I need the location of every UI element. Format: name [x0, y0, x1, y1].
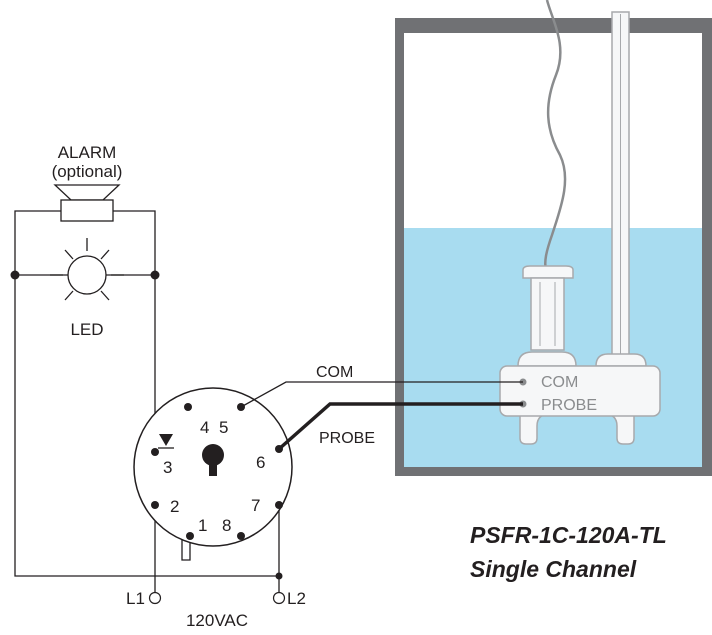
probe-wire-label: PROBE — [319, 430, 375, 447]
led-label: LED — [70, 320, 103, 339]
alarm-speaker — [53, 184, 121, 222]
com-wire-label: COM — [316, 364, 353, 381]
pin-label: 8 — [222, 516, 231, 535]
junction-dot — [150, 270, 160, 280]
pin-label: 4 — [200, 418, 209, 437]
product-channel: Single Channel — [470, 556, 637, 582]
sensor-com-label: COM — [541, 374, 578, 391]
l1-label: L1 — [126, 589, 145, 608]
pin-7-dot — [275, 501, 283, 509]
pin-4-dot — [184, 403, 192, 411]
pin-2-dot — [151, 501, 159, 509]
sensor-terminal-box — [499, 365, 661, 417]
pin-label: 3 — [163, 458, 172, 477]
pin-label: 6 — [256, 453, 265, 472]
mounting-rod — [595, 11, 647, 367]
socket-key — [202, 444, 224, 466]
probe-sensor: COM PROBE — [499, 265, 661, 445]
alarm-subtitle: (optional) — [52, 162, 123, 181]
tank — [395, 18, 712, 476]
pin-label: 7 — [251, 496, 260, 515]
pin-3-dot — [151, 448, 159, 456]
probe-wire — [277, 402, 523, 451]
l2-terminal — [272, 591, 286, 605]
product-model: PSFR-1C-120A-TL — [470, 522, 667, 548]
pin-label: 5 — [219, 418, 228, 437]
l1-terminal — [148, 591, 162, 605]
l2-label: L2 — [287, 589, 306, 608]
pin-1-dot — [186, 532, 194, 540]
junction-dot — [275, 572, 283, 580]
relay-socket — [133, 387, 293, 547]
pin-8-dot — [237, 532, 245, 540]
probe-cable — [544, 0, 567, 271]
sensor-probe-label: PROBE — [541, 397, 597, 414]
pin-label: 1 — [198, 516, 207, 535]
junction-dot — [10, 270, 20, 280]
contact-arrow-icon — [159, 434, 173, 446]
alarm-title: ALARM — [58, 143, 117, 162]
led-lamp — [50, 238, 124, 301]
voltage-label: 120VAC — [186, 611, 248, 630]
pin-label: 2 — [170, 497, 179, 516]
com-wire — [240, 381, 523, 408]
